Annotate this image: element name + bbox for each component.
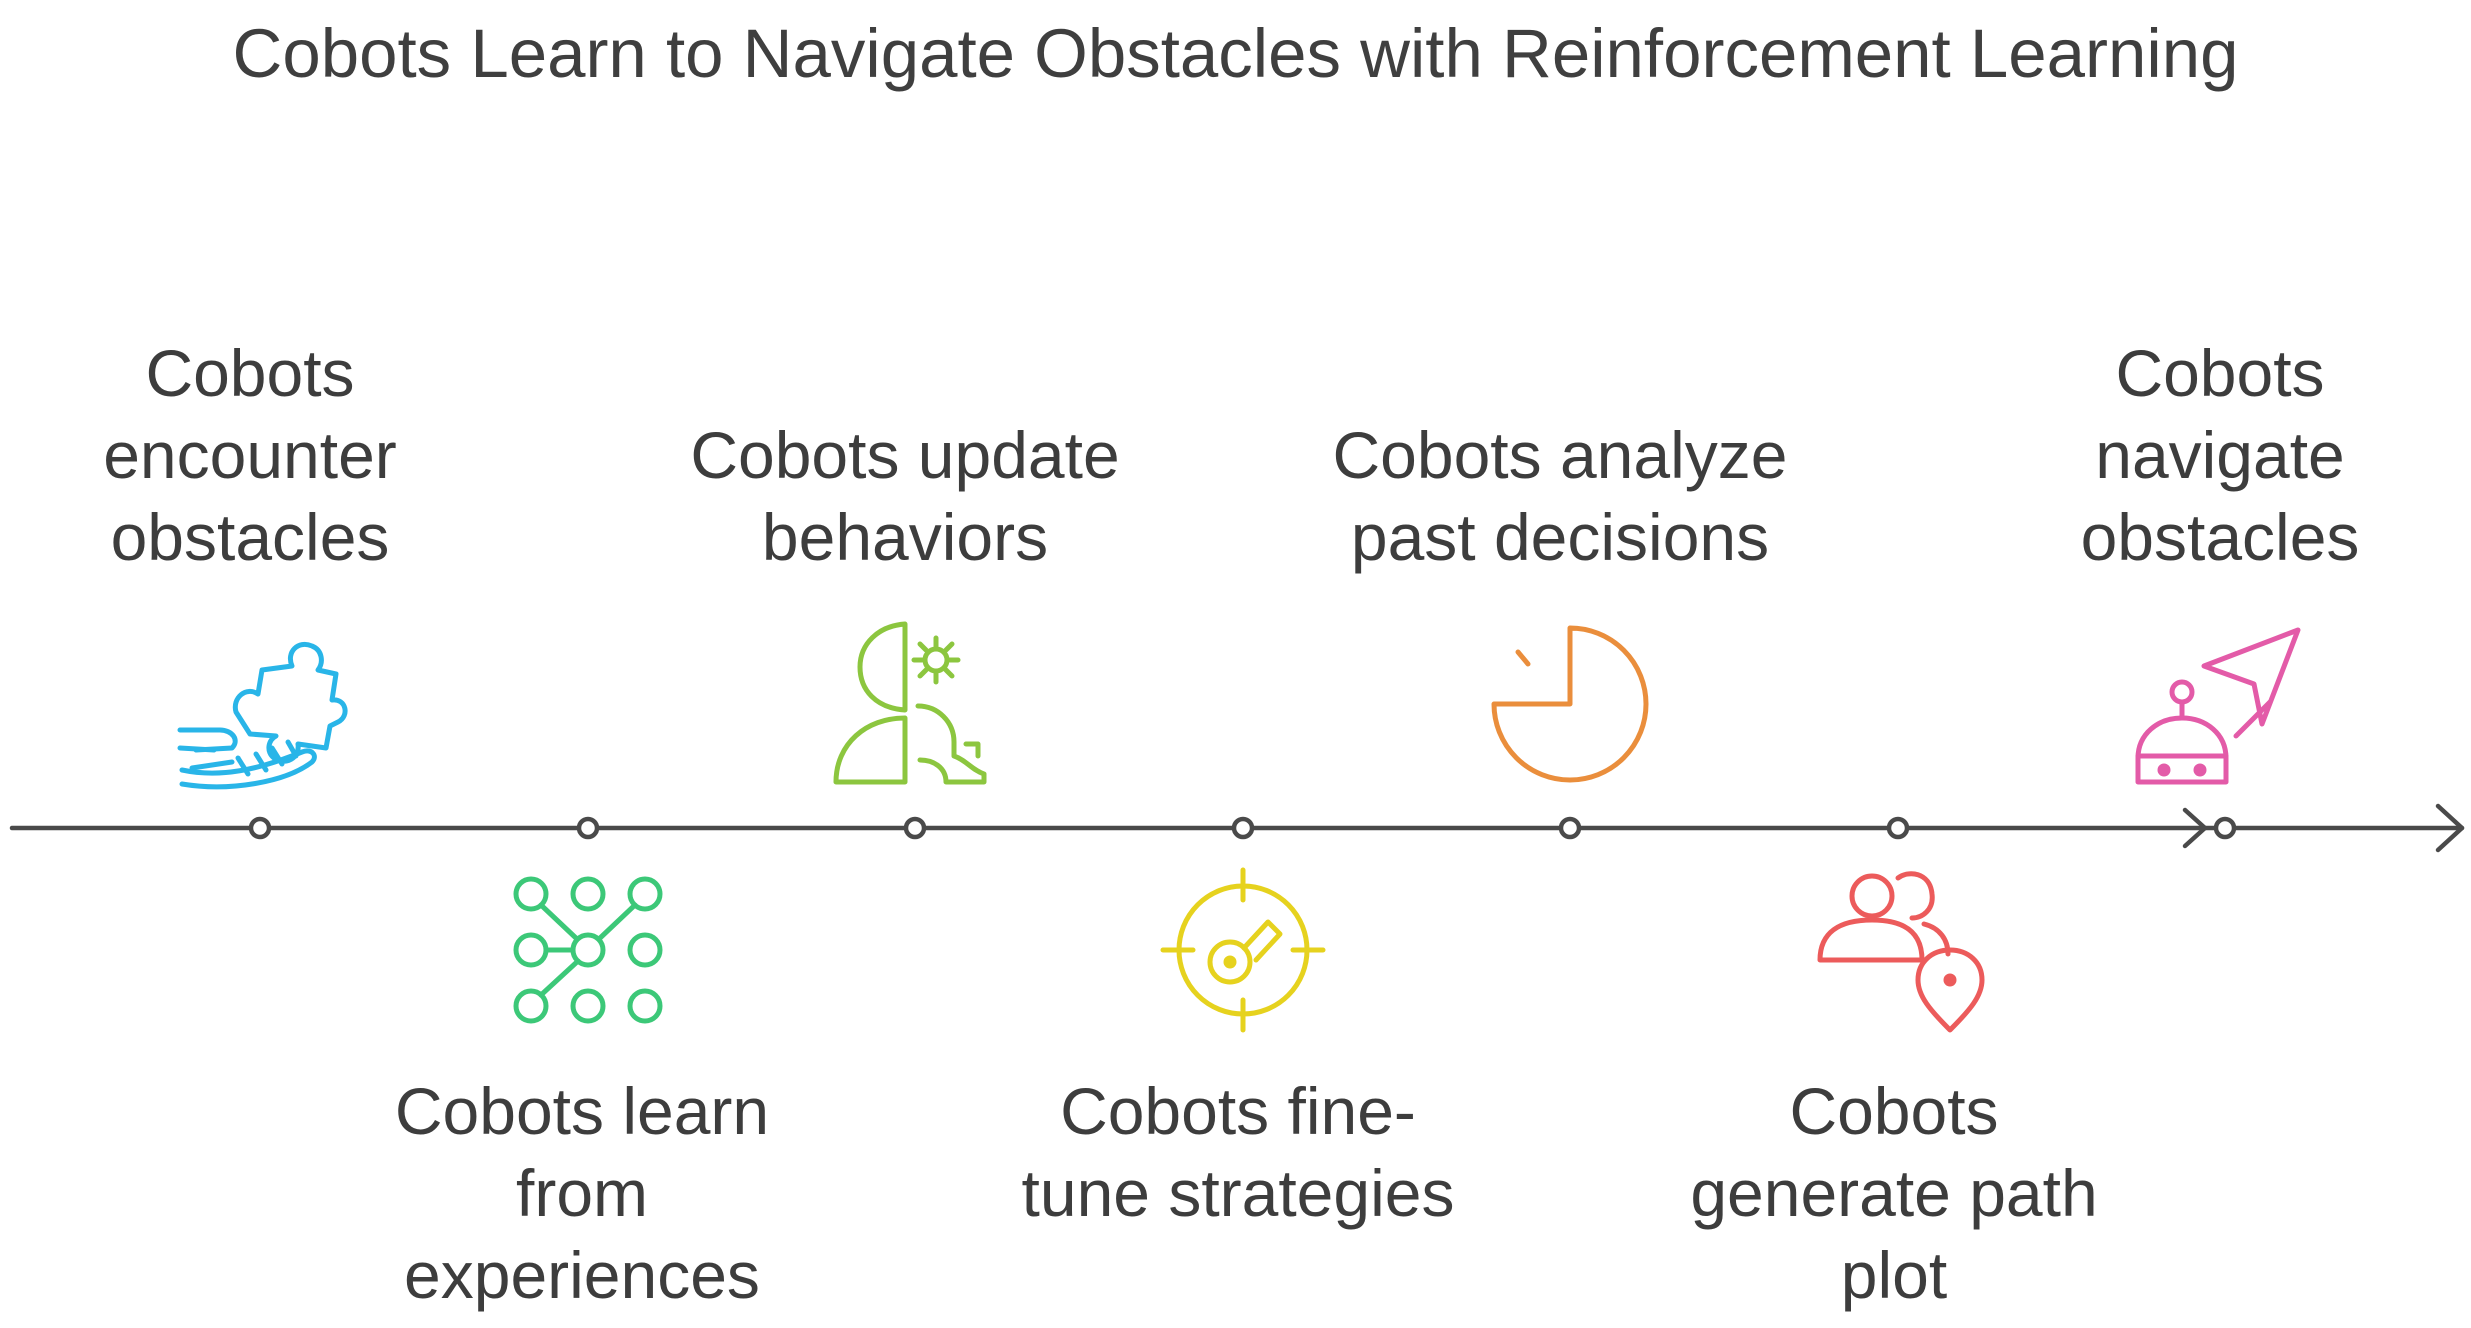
timeline-arrowhead xyxy=(2435,803,2465,853)
step-3-line-1: Cobots update xyxy=(690,418,1120,492)
step-4-line-2: tune strategies xyxy=(1021,1156,1455,1230)
step-6-line-2: generate path xyxy=(1690,1156,2098,1230)
diagram-title: Cobots Learn to Navigate Obstacles with … xyxy=(232,15,2239,92)
target-key-icon xyxy=(1160,867,1326,1033)
step-4-label: Cobots fine- tune strategies xyxy=(978,1070,1498,1234)
timeline-end-chevron xyxy=(2182,807,2208,849)
step-1-line-2: encounter xyxy=(103,418,397,492)
step-7-line-2: navigate xyxy=(2095,418,2345,492)
step-1-line-1: Cobots xyxy=(145,336,355,410)
step-6-label: Cobots generate path plot xyxy=(1634,1070,2154,1316)
step-7-label: Cobots navigate obstacles xyxy=(1960,332,2471,578)
step-3-line-2: behaviors xyxy=(761,500,1049,574)
marker-2 xyxy=(576,816,600,840)
step-1-label: Cobots encounter obstacles xyxy=(0,332,510,578)
step-1-line-3: obstacles xyxy=(110,500,390,574)
step-6-line-1: Cobots xyxy=(1789,1074,1999,1148)
step-5-line-1: Cobots analyze xyxy=(1332,418,1788,492)
step-6-line-3: plot xyxy=(1840,1238,1948,1312)
marker-4 xyxy=(1231,816,1255,840)
node-grid-icon xyxy=(513,876,663,1024)
step-5-line-2: past decisions xyxy=(1350,500,1770,574)
step-5-label: Cobots analyze past decisions xyxy=(1300,332,1820,578)
step-2-label: Cobots learn from experiences xyxy=(322,1070,842,1316)
step-4-line-1: Cobots fine- xyxy=(1060,1074,1416,1148)
step-7-line-1: Cobots xyxy=(2115,336,2325,410)
step-2-line-2: from xyxy=(516,1156,648,1230)
marker-5 xyxy=(1558,816,1582,840)
marker-3 xyxy=(903,816,927,840)
step-7-line-3: obstacles xyxy=(2080,500,2360,574)
marker-7 xyxy=(2213,816,2237,840)
users-location-icon xyxy=(1817,871,1985,1033)
timeline-markers xyxy=(248,816,2237,840)
marker-1 xyxy=(248,816,272,840)
hand-puzzle-icon xyxy=(177,642,348,790)
pie-chart-icon xyxy=(1491,625,1649,783)
robot-arrow-icon xyxy=(2135,627,2301,785)
step-2-line-1: Cobots learn xyxy=(394,1074,770,1148)
step-3-label: Cobots update behaviors xyxy=(645,332,1165,578)
head-gears-icon xyxy=(833,621,987,785)
marker-6 xyxy=(1886,816,1910,840)
step-2-line-3: experiences xyxy=(404,1238,760,1312)
